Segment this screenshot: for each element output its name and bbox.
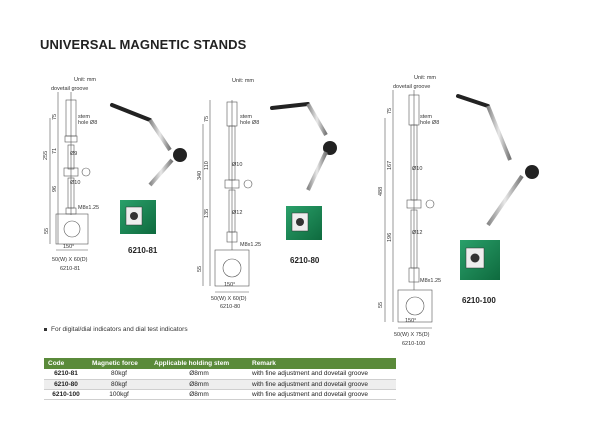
base-size-label-2: 50(W) X 60(D) xyxy=(211,296,247,302)
model-label-1: 6210-81 xyxy=(128,246,158,255)
diam-upper-label-1: Ø9 xyxy=(70,151,78,157)
thread-label-1: M8x1.25 xyxy=(78,205,100,211)
table-row: 6210-81 80kgf Ø8mm with fine adjustment … xyxy=(44,369,396,380)
cell-code: 6210-81 xyxy=(44,369,88,380)
cell-remark: with fine adjustment and dovetail groove xyxy=(248,389,396,400)
table-row: 6210-80 80kgf Ø8mm with fine adjustment … xyxy=(44,379,396,390)
photo-6210-100 xyxy=(456,94,539,280)
angle-label-2: 150° xyxy=(224,282,236,288)
cell-force: 80kgf xyxy=(88,369,150,380)
photo-6210-80 xyxy=(270,102,337,240)
dovetail-label-3: dovetail groove xyxy=(393,84,431,90)
header-holding-stem: Applicable holding stem xyxy=(150,358,248,369)
stem-hole-label-2: hole Ø8 xyxy=(240,120,260,126)
drawing-6210-81 xyxy=(49,92,91,251)
cell-stem: Ø8mm xyxy=(150,369,248,380)
diam-lower-label-1: Ø10 xyxy=(70,180,81,186)
model-label-2: 6210-80 xyxy=(290,256,320,265)
unit-label-1: Unit: mm xyxy=(74,77,96,83)
dim-mid-2: 110 xyxy=(204,161,210,170)
usage-note-text: For digital/dial indicators and dial tes… xyxy=(51,326,188,333)
header-magnetic-force: Magnetic force xyxy=(88,358,150,369)
dim-base-2: 55 xyxy=(197,265,203,272)
stem-label-3: stem xyxy=(420,114,432,120)
dim-lower-2: 135 xyxy=(204,208,210,218)
header-code: Code xyxy=(44,358,88,369)
model-label-3: 6210-100 xyxy=(462,296,496,305)
diam-upper-label-3: Ø10 xyxy=(412,166,423,172)
base-model-label-1: 6210-81 xyxy=(60,266,81,272)
spec-table: Code Magnetic force Applicable holding s… xyxy=(44,358,396,400)
dim-total-1: 255 xyxy=(43,150,49,160)
dim-base-1: 55 xyxy=(44,227,50,234)
diam-upper-label-2: Ø10 xyxy=(232,162,243,168)
base-model-label-2: 6210-80 xyxy=(220,304,241,310)
cell-stem: Ø8mm xyxy=(150,379,248,390)
base-size-label-3: 50(W) X 75(D) xyxy=(394,332,430,338)
dim-total-2: 340 xyxy=(197,170,203,180)
cell-remark: with fine adjustment and dovetail groove xyxy=(248,369,396,380)
cell-force: 100kgf xyxy=(88,389,150,400)
dim-lower-3: 196 xyxy=(387,232,393,242)
diam-lower-label-2: Ø12 xyxy=(232,210,243,216)
stem-hole-label-3: hole Ø8 xyxy=(420,120,440,126)
thread-label-2: M8x1.25 xyxy=(240,242,262,248)
dim-mid-3: 167 xyxy=(387,160,393,170)
cell-remark: with fine adjustment and dovetail groove xyxy=(248,379,396,390)
cell-code: 6210-80 xyxy=(44,379,88,390)
angle-label-3: 150° xyxy=(405,318,417,324)
unit-label-2: Unit: mm xyxy=(232,78,254,84)
diam-lower-label-3: Ø12 xyxy=(412,230,423,236)
dim-total-3: 488 xyxy=(378,186,384,196)
thread-label-3: M8x1.25 xyxy=(420,278,442,284)
unit-label-3: Unit: mm xyxy=(414,75,436,81)
dim-lower-1: 96 xyxy=(52,185,58,192)
dim-top-1: 75 xyxy=(52,113,58,120)
base-model-label-3: 6210-100 xyxy=(402,341,426,347)
stem-hole-label-1: hole Ø8 xyxy=(78,120,98,126)
dim-mid-1: 71 xyxy=(52,147,58,154)
bullet-icon xyxy=(44,327,47,331)
cell-force: 80kgf xyxy=(88,379,150,390)
table-header-row: Code Magnetic force Applicable holding s… xyxy=(44,358,396,369)
stem-label-1: stem xyxy=(78,114,90,120)
angle-label-1: 150° xyxy=(63,244,75,250)
usage-note: For digital/dial indicators and dial tes… xyxy=(44,326,188,333)
stem-label-2: stem xyxy=(240,114,252,120)
dim-top-2: 75 xyxy=(204,115,210,122)
page-title: UNIVERSAL MAGNETIC STANDS xyxy=(40,37,247,52)
dovetail-label-1: dovetail groove xyxy=(51,86,89,92)
base-size-label-1: 50(W) X 60(D) xyxy=(52,257,88,263)
drawing-6210-100 xyxy=(384,90,435,329)
cell-stem: Ø8mm xyxy=(150,389,248,400)
cell-code: 6210-100 xyxy=(44,389,88,400)
dim-base-3: 55 xyxy=(378,301,384,308)
dim-top-3: 75 xyxy=(387,107,393,114)
drawing-6210-80 xyxy=(202,100,253,293)
table-row: 6210-100 100kgf Ø8mm with fine adjustmen… xyxy=(44,389,396,400)
photo-6210-81 xyxy=(110,103,187,234)
header-remark: Remark xyxy=(248,358,396,369)
